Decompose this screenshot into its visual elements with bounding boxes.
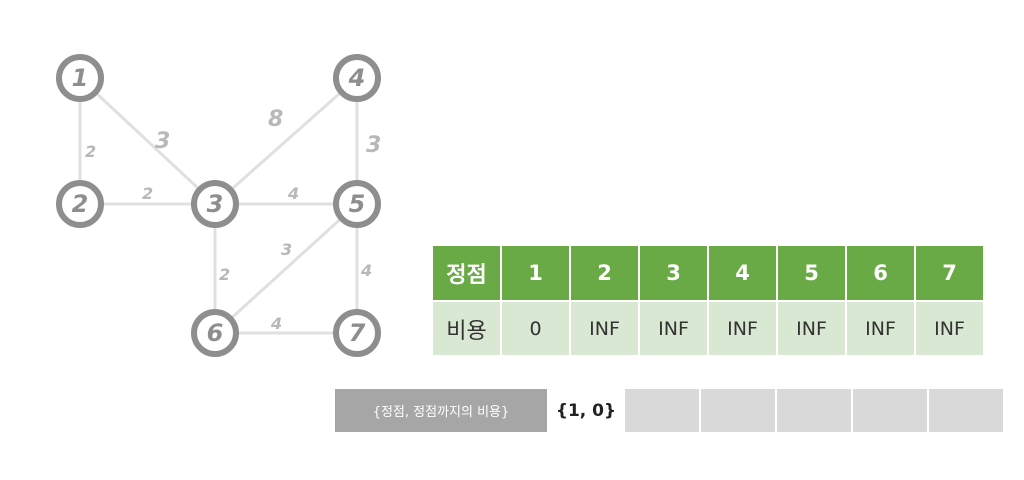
cost-table-vertex-3: 3 [640,246,707,300]
edge-weight-3-4: 8 [268,107,283,132]
graph-node-5: 5 [333,180,381,228]
graph-node-5-label: 5 [349,190,366,218]
cost-table: 정점 1 2 3 4 5 6 7 비용 0 INF INF INF INF IN… [431,244,985,357]
cost-table-cost-7: INF [916,302,983,355]
graph-diagram: 2 3 2 8 4 3 2 3 4 4 1 2 3 4 5 6 7 [56,54,381,357]
cost-table-cost-2: INF [571,302,638,355]
graph-node-7-label: 7 [349,319,366,347]
graph-node-6: 6 [191,309,239,357]
edge-5-6 [213,202,359,335]
edge-weight-1-3: 3 [155,129,170,154]
cost-table-cost-3: INF [640,302,707,355]
cost-table-vertex-1: 1 [502,246,569,300]
graph-node-1-label: 1 [72,64,89,92]
edge-weight-1-2: 2 [85,142,96,161]
priority-queue-cell [853,389,927,432]
graph-node-4-label: 4 [348,64,366,92]
priority-queue: {정점, 정점까지의 비용} {1, 0} [335,389,1003,432]
cost-table-header-label: 정점 [433,246,500,300]
cost-table-vertex-2: 2 [571,246,638,300]
priority-queue-cell [701,389,775,432]
graph-node-7: 7 [333,309,381,357]
edge-weight-4-5: 3 [366,133,381,158]
cost-table-cost-5: INF [778,302,845,355]
priority-queue-label: {정점, 정점까지의 비용} [335,389,547,432]
edge-3-4 [214,76,358,206]
graph-node-4: 4 [333,54,381,102]
graph-node-2-label: 2 [72,190,89,218]
cost-table-vertex-5: 5 [778,246,845,300]
cost-table-cost-6: INF [847,302,914,355]
edge-weight-3-5: 4 [287,184,299,203]
cost-table-cost-row: 비용 0 INF INF INF INF INF INF [433,302,983,355]
priority-queue-cell [777,389,851,432]
cost-table-vertex-4: 4 [709,246,776,300]
graph-node-3-label: 3 [207,190,224,218]
priority-queue-cell: {1, 0} [549,389,623,432]
edge-weight-5-7: 4 [360,261,372,280]
edge-weight-3-6: 2 [219,265,230,284]
priority-queue-cell [625,389,699,432]
cost-table-header-row: 정점 1 2 3 4 5 6 7 [433,246,983,300]
cost-table-vertex-6: 6 [847,246,914,300]
graph-node-1: 1 [56,54,104,102]
cost-table-row-label: 비용 [433,302,500,355]
graph-node-2: 2 [56,180,104,228]
graph-node-6-label: 6 [207,319,224,347]
edge-weight-2-3: 2 [142,184,153,203]
cost-table-vertex-7: 7 [916,246,983,300]
edge-1-3 [78,76,217,206]
edge-weight-5-6: 3 [281,240,292,259]
graph-node-3: 3 [191,180,239,228]
cost-table-cost-1: 0 [502,302,569,355]
cost-table-cost-4: INF [709,302,776,355]
edge-weight-6-7: 4 [270,314,282,333]
priority-queue-cell [929,389,1003,432]
